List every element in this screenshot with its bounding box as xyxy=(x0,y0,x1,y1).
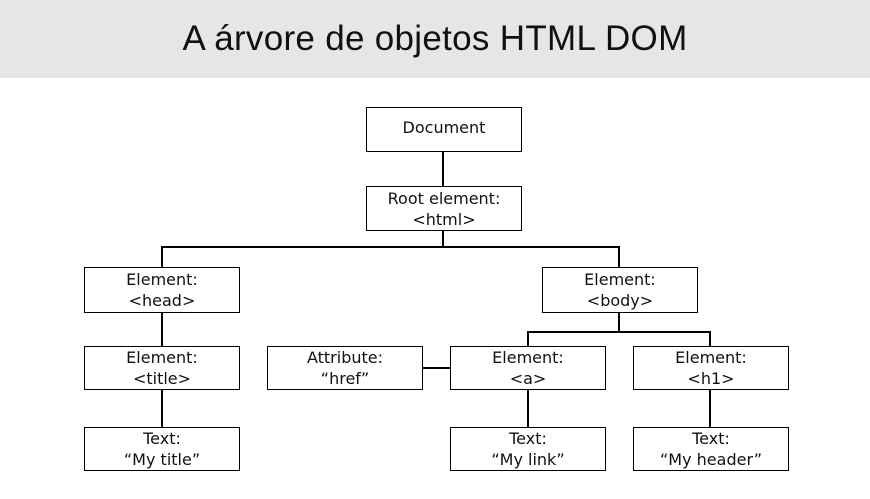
node-body: Element: <body> xyxy=(542,267,698,313)
connector-body-down xyxy=(618,313,620,332)
connector-root-branch xyxy=(161,246,620,248)
node-head-type: Element: xyxy=(126,270,198,289)
node-root-type: Root element: xyxy=(387,188,501,208)
connector-title-text xyxy=(161,390,163,427)
connector-root-down xyxy=(442,231,444,247)
page-title: A árvore de objetos HTML DOM xyxy=(182,19,688,58)
node-text-my-link: Text: “My link” xyxy=(450,427,606,471)
connector-to-h1 xyxy=(709,331,711,346)
node-h1: Element: <h1> xyxy=(633,346,789,390)
node-body-type: Element: xyxy=(584,270,656,289)
node-text-title-value: “My title” xyxy=(123,450,201,469)
node-head: Element: <head> xyxy=(84,267,240,313)
connector-a-text xyxy=(527,390,529,427)
connector-to-body xyxy=(618,246,620,267)
node-text-header-type: Text: xyxy=(692,429,730,448)
title-bar: A árvore de objetos HTML DOM xyxy=(0,0,870,78)
connector-document-root xyxy=(442,152,444,186)
node-text-link-type: Text: xyxy=(509,429,547,448)
node-text-link-value: “My link” xyxy=(491,450,565,469)
node-root-tag: <html> xyxy=(412,209,476,229)
node-text-my-title: Text: “My title” xyxy=(84,427,240,471)
node-title: Element: <title> xyxy=(84,346,240,390)
node-a-tag: <a> xyxy=(509,369,547,388)
node-document: Document xyxy=(366,107,522,152)
node-attribute-type: Attribute: xyxy=(306,348,384,367)
connector-attribute-a xyxy=(423,367,451,369)
node-text-title-type: Text: xyxy=(143,429,181,448)
connector-head-title xyxy=(161,313,163,346)
node-a-type: Element: xyxy=(492,348,564,367)
node-body-tag: <body> xyxy=(586,291,654,310)
connector-to-head xyxy=(161,246,163,267)
node-attribute-href: Attribute: “href” xyxy=(267,346,423,390)
node-h1-type: Element: xyxy=(675,348,747,367)
connector-h1-text xyxy=(709,390,711,427)
node-text-my-header: Text: “My header” xyxy=(633,427,789,471)
node-document-label: Document xyxy=(402,118,486,137)
node-root-element: Root element: <html> xyxy=(366,186,522,231)
node-head-tag: <head> xyxy=(128,291,196,310)
connector-body-branch xyxy=(527,331,711,333)
connector-to-a xyxy=(527,331,529,346)
node-text-header-value: “My header” xyxy=(660,450,762,469)
node-a: Element: <a> xyxy=(450,346,606,390)
node-attribute-value: “href” xyxy=(320,369,370,388)
node-title-tag: <title> xyxy=(132,369,192,388)
node-h1-tag: <h1> xyxy=(687,369,735,388)
node-title-type: Element: xyxy=(126,348,198,367)
